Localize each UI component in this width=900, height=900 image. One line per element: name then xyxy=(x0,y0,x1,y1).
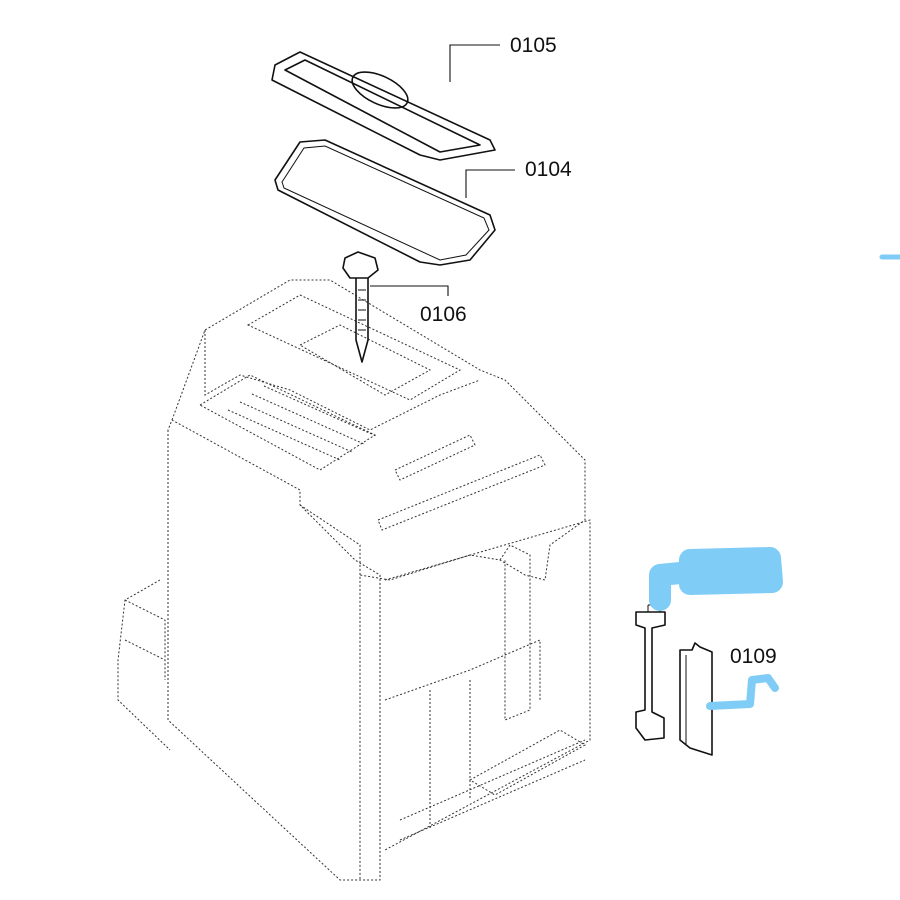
leader-line-0104 xyxy=(465,169,515,198)
part-cover-0109[interactable] xyxy=(679,642,713,756)
part-seal-0104[interactable] xyxy=(274,139,496,266)
part-label-0105: 0105 xyxy=(510,34,557,57)
part-holder[interactable] xyxy=(635,604,666,741)
part-float-0106[interactable] xyxy=(342,251,379,363)
part-label-0104: 0104 xyxy=(525,158,572,181)
coffee-machine-body xyxy=(117,279,591,881)
blue-scribble-redaction xyxy=(649,547,783,611)
part-label-0109: 0109 xyxy=(730,645,777,668)
leader-line-0106 xyxy=(370,285,449,296)
part-lid-0105[interactable] xyxy=(271,51,496,161)
leader-line-0105 xyxy=(449,44,500,82)
part-label-0106: 0106 xyxy=(420,303,467,326)
blue-arrow-annotation xyxy=(706,674,779,710)
